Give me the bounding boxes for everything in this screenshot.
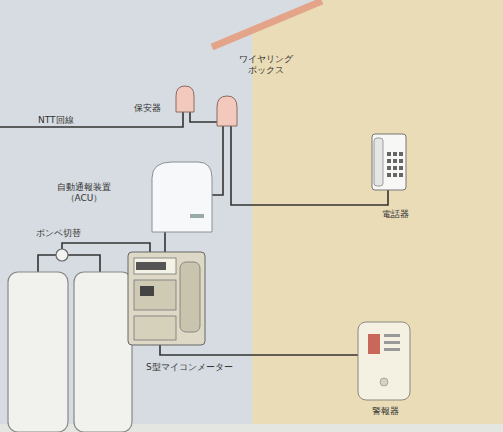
wire bbox=[231, 126, 388, 205]
wire bbox=[212, 126, 223, 195]
key bbox=[387, 159, 391, 163]
key bbox=[393, 173, 397, 177]
roof-eave bbox=[212, 1, 322, 47]
key bbox=[399, 159, 403, 163]
acu-badge bbox=[190, 214, 204, 218]
wire bbox=[160, 345, 360, 355]
protector bbox=[176, 86, 194, 112]
key bbox=[399, 173, 403, 177]
gas-pipe bbox=[68, 255, 100, 272]
part-label: 保安器 bbox=[134, 103, 161, 114]
key bbox=[387, 152, 391, 156]
part-label: ワイヤリング ボックス bbox=[236, 54, 296, 77]
key bbox=[387, 173, 391, 177]
keypad bbox=[387, 152, 403, 177]
key bbox=[393, 159, 397, 163]
key bbox=[399, 166, 403, 170]
alarm bbox=[358, 322, 410, 400]
part-label: 自動通報装置 （ACU） bbox=[54, 182, 114, 205]
cylinder-switch bbox=[56, 249, 68, 261]
telephone bbox=[372, 134, 406, 190]
part-label: NTT回線 bbox=[38, 115, 74, 126]
wiring-box bbox=[217, 96, 237, 126]
acu-device bbox=[152, 162, 212, 232]
part-label: 警報器 bbox=[372, 406, 399, 417]
microcom-meter bbox=[128, 252, 205, 345]
key bbox=[387, 166, 391, 170]
gas-cylinder bbox=[74, 272, 132, 432]
wire bbox=[164, 232, 166, 252]
key bbox=[393, 166, 397, 170]
ntt-line bbox=[0, 112, 183, 127]
key bbox=[393, 152, 397, 156]
key bbox=[399, 152, 403, 156]
gas-cylinder bbox=[8, 272, 68, 432]
part-label: S型マイコンメーター bbox=[146, 362, 233, 373]
house-wall bbox=[252, 0, 503, 432]
gas-pipe bbox=[38, 255, 56, 272]
part-label: ボンベ切替 bbox=[36, 228, 81, 239]
gas-pipe bbox=[62, 243, 150, 252]
part-label: 電話器 bbox=[382, 209, 409, 220]
